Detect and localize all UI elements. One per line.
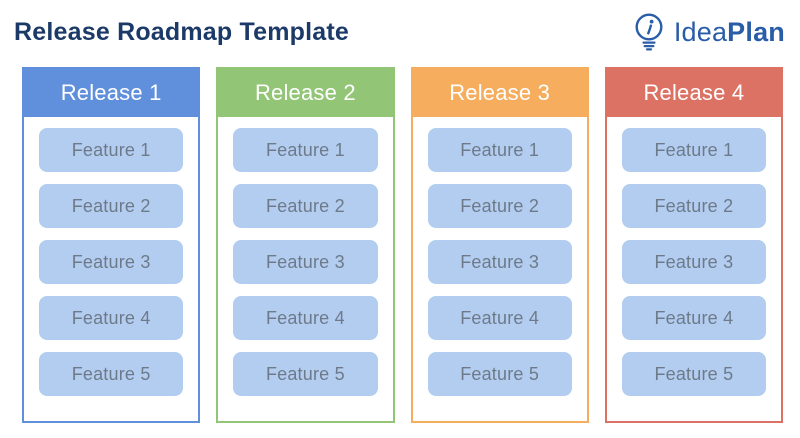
roadmap-board: Release 1 Feature 1 Feature 2 Feature 3 … <box>22 67 783 423</box>
release-column-4: Release 4 Feature 1 Feature 2 Feature 3 … <box>604 67 783 423</box>
feature-card[interactable]: Feature 5 <box>427 352 572 396</box>
release-body: Feature 1 Feature 2 Feature 3 Feature 4 … <box>607 117 781 421</box>
release-body: Feature 1 Feature 2 Feature 3 Feature 4 … <box>24 117 198 421</box>
page-title: Release Roadmap Template <box>14 17 350 46</box>
lightbulb-icon <box>630 12 668 53</box>
feature-card[interactable]: Feature 5 <box>621 352 766 396</box>
brand-name-bold: Plan <box>727 16 785 47</box>
release-column-2: Release 2 Feature 1 Feature 2 Feature 3 … <box>216 67 395 423</box>
feature-card[interactable]: Feature 4 <box>233 296 378 340</box>
feature-card[interactable]: Feature 2 <box>621 184 766 228</box>
feature-card[interactable]: Feature 4 <box>427 296 572 340</box>
release-column-3: Release 3 Feature 1 Feature 2 Feature 3 … <box>410 67 589 423</box>
brand-name: IdeaPlan <box>674 17 785 48</box>
feature-card[interactable]: Feature 3 <box>427 240 572 284</box>
release-header[interactable]: Release 2 <box>218 69 393 117</box>
brand-logo: IdeaPlan <box>630 12 785 53</box>
feature-card[interactable]: Feature 3 <box>233 240 378 284</box>
feature-card[interactable]: Feature 2 <box>427 184 572 228</box>
release-body: Feature 1 Feature 2 Feature 3 Feature 4 … <box>218 117 392 421</box>
release-column-1: Release 1 Feature 1 Feature 2 Feature 3 … <box>22 67 201 423</box>
release-body: Feature 1 Feature 2 Feature 3 Feature 4 … <box>413 117 587 421</box>
feature-card[interactable]: Feature 3 <box>621 240 766 284</box>
release-header[interactable]: Release 1 <box>24 69 199 117</box>
feature-card[interactable]: Feature 1 <box>621 128 766 172</box>
brand-name-regular: Idea <box>673 16 728 47</box>
feature-card[interactable]: Feature 1 <box>427 128 572 172</box>
release-header[interactable]: Release 3 <box>412 69 587 117</box>
feature-card[interactable]: Feature 1 <box>39 128 184 172</box>
feature-card[interactable]: Feature 4 <box>621 296 766 340</box>
release-header[interactable]: Release 4 <box>606 69 781 117</box>
feature-card[interactable]: Feature 3 <box>39 240 184 284</box>
feature-card[interactable]: Feature 2 <box>233 184 378 228</box>
feature-card[interactable]: Feature 2 <box>39 184 184 228</box>
feature-card[interactable]: Feature 5 <box>233 352 378 396</box>
feature-card[interactable]: Feature 5 <box>39 352 184 396</box>
feature-card[interactable]: Feature 1 <box>233 128 378 172</box>
page-header: Release Roadmap Template IdeaPlan <box>0 0 800 58</box>
feature-card[interactable]: Feature 4 <box>39 296 184 340</box>
